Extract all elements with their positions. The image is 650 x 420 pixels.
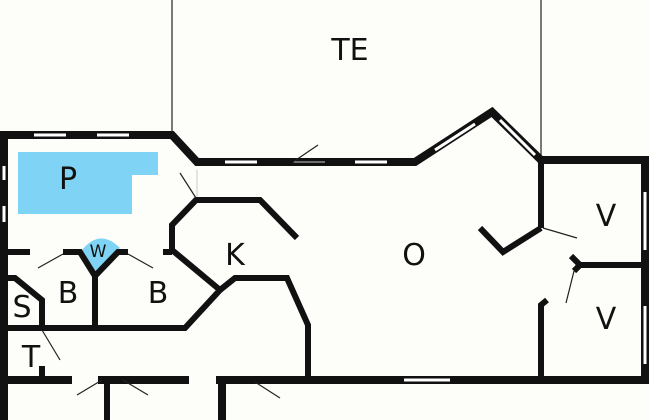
label-bedroom-left-2: B: [148, 276, 169, 311]
label-sauna: S: [12, 290, 31, 325]
interior-walls: [8, 160, 645, 380]
label-bedroom-left-1: B: [58, 276, 79, 311]
label-toilet: T: [21, 340, 41, 375]
label-whirlpool: W: [90, 242, 107, 262]
terrace-outline: [171, 0, 542, 160]
whirlpool: [82, 238, 120, 272]
label-bedroom-right-bottom: V: [596, 302, 617, 337]
label-terrace: TE: [330, 33, 368, 68]
door-swings: [37, 144, 578, 399]
label-living: O: [402, 238, 426, 273]
label-bedroom-right-top: V: [596, 199, 617, 234]
windows: [2, 118, 647, 382]
label-pool: P: [59, 162, 77, 197]
pool: [18, 152, 158, 214]
label-kitchen: K: [225, 238, 246, 273]
room-labels: TE P W K O V V B B S T: [12, 33, 616, 375]
